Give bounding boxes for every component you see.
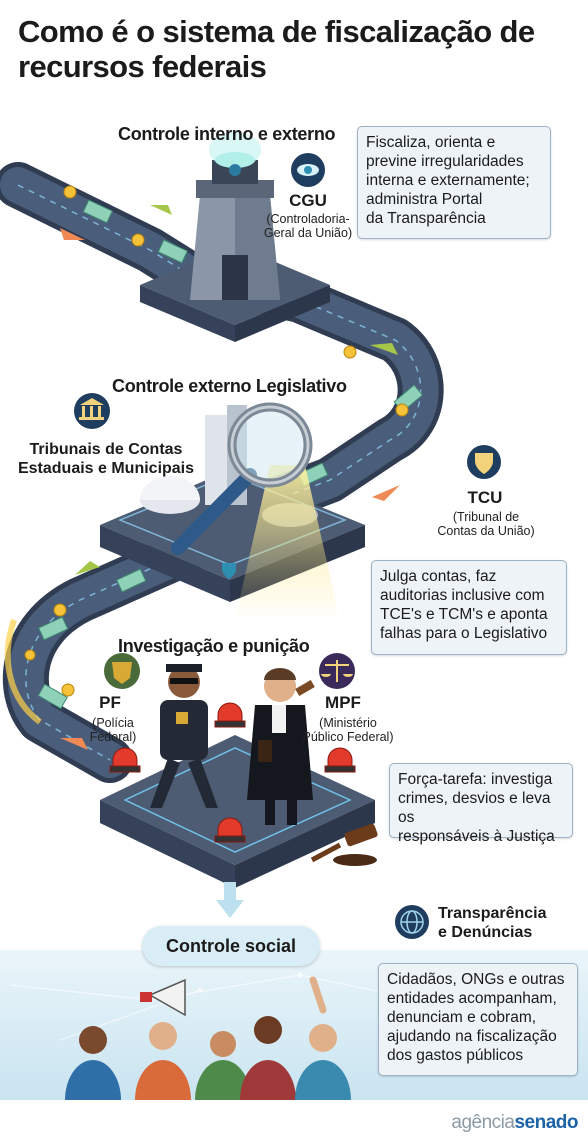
magnifier-icon	[171, 402, 313, 555]
prosecutor-figure	[247, 668, 315, 825]
scales-icon	[319, 653, 355, 689]
arrow-down-icon	[216, 882, 244, 918]
pf-sigla: PF	[99, 693, 121, 712]
cgu-sigla: CGU	[289, 191, 327, 210]
eye-icon	[291, 153, 325, 187]
alarm-light-icon	[109, 702, 356, 843]
brand-logo: agênciasenado	[451, 1112, 578, 1134]
tcu-descricao: Julga contas, faz auditorias inclusive c…	[380, 568, 548, 642]
globe-icon	[395, 905, 429, 939]
tribunais-nome: Tribunais de Contas Estaduais e Municipa…	[17, 441, 195, 477]
transparencia-label: Transparência e Denúncias	[438, 905, 547, 941]
small-shield-icon	[222, 563, 236, 579]
megaphone-icon	[140, 978, 186, 1017]
cgu-descricao-box: Fiscaliza, orienta e previne irregularid…	[357, 126, 551, 239]
section-interno-externo: Controle interno e externo	[118, 124, 336, 144]
section-controle-social: Controle social	[142, 926, 320, 966]
shield-icon	[467, 445, 501, 479]
tcu-sigla: TCU	[467, 488, 503, 507]
police-officer-figure	[150, 664, 218, 808]
social-descricao-box: Cidadãos, ONGs e outras entidades acompa…	[378, 963, 578, 1076]
cgu-nome: (Controladoria- Geral da União)	[263, 212, 353, 240]
forca-tarefa-box: Força-tarefa: investiga crimes, desvios …	[389, 763, 573, 845]
brand-part2: senado	[514, 1112, 578, 1133]
tcu-nome: (Tribunal de Contas da União)	[437, 510, 535, 538]
cgu-descricao: Fiscaliza, orienta e previne irregularid…	[366, 134, 530, 227]
money-road	[0, 162, 444, 783]
forca-tarefa-texto: Força-tarefa: investiga crimes, desvios …	[398, 771, 555, 845]
brand-part1: agência	[451, 1112, 515, 1133]
section-investigacao: Investigação e punição	[118, 636, 310, 656]
tcu-descricao-box: Julga contas, faz auditorias inclusive c…	[371, 560, 567, 655]
social-descricao: Cidadãos, ONGs e outras entidades acompa…	[387, 971, 565, 1064]
citizens-figures	[65, 976, 351, 1100]
page-title: Como é o sistema de fiscalização de recu…	[18, 14, 535, 84]
mpf-nome: (Ministério Público Federal)	[302, 716, 394, 744]
pf-nome: (Polícia Federal)	[89, 716, 137, 744]
gavel-icon	[310, 823, 378, 866]
section-legislativo: Controle externo Legislativo	[112, 376, 347, 396]
mpf-sigla: MPF	[325, 693, 361, 712]
cgu-platform	[140, 132, 330, 342]
police-badge-icon	[104, 653, 140, 689]
columns-building-icon	[74, 393, 110, 429]
